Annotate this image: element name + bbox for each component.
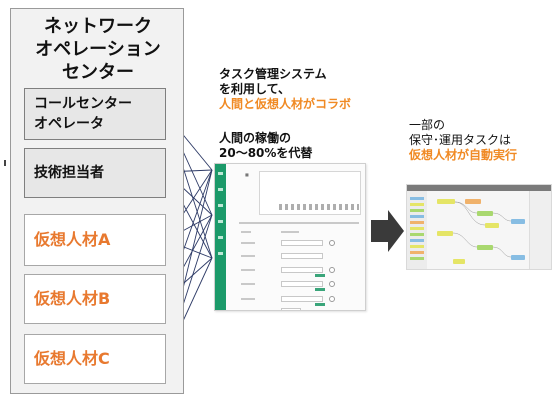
- maintenance-caption: 一部の 保守･運用タスクは 仮想人材が自動実行: [409, 118, 517, 163]
- role-technical-staff: 技術担当者: [24, 148, 166, 198]
- edge-tick: [4, 160, 6, 166]
- role-label: 仮想人材A: [34, 230, 111, 249]
- app-header: [407, 185, 551, 191]
- role-virtual-c: 仮想人材C: [24, 334, 166, 384]
- form-select: [281, 296, 323, 302]
- caption-highlight: 人間と仮想人材がコラボ: [219, 97, 352, 111]
- right-arrow-icon: [371, 210, 404, 252]
- add-icon: [329, 296, 335, 302]
- form-select: [281, 267, 323, 273]
- app-sidebar: [215, 164, 226, 310]
- caption-line: 一部の: [409, 118, 446, 132]
- human-work-caption: 人間の稼働の 20～80%を代替: [219, 131, 312, 161]
- caption-line: 保守･運用タスクは: [409, 133, 512, 147]
- node-palette: [407, 191, 427, 269]
- task-management-screenshot: ■: [214, 163, 366, 311]
- noc-title: ネットワーク オペレーション センター: [35, 16, 161, 83]
- role-label: コールセンター オペレータ: [34, 96, 132, 132]
- role-label: 仮想人材C: [34, 349, 110, 368]
- caption-line: タスク管理システム: [219, 67, 327, 81]
- role-call-center-operator: コールセンター オペレータ: [24, 88, 166, 140]
- role-virtual-a: 仮想人材A: [24, 214, 166, 266]
- form-select: [281, 240, 323, 246]
- role-label: 仮想人材B: [34, 289, 111, 308]
- noc-panel: ネットワーク オペレーション センター: [10, 8, 184, 394]
- caption-highlight: 仮想人材が自動実行: [409, 148, 518, 162]
- form-select: [281, 281, 323, 287]
- date-picker: [281, 308, 301, 310]
- caption-line: 人間の稼働の: [219, 131, 292, 145]
- flow-wires: [452, 201, 512, 258]
- editor-toolbar: [279, 204, 359, 210]
- add-icon: [329, 281, 335, 287]
- form-select: [281, 253, 323, 259]
- automation-flow-screenshot: [406, 184, 552, 270]
- caption-line: 20～80%を代替: [219, 146, 313, 160]
- refresh-icon: [329, 240, 335, 246]
- role-virtual-b: 仮想人材B: [24, 274, 166, 324]
- task-system-caption: タスク管理システム を利用して、 人間と仮想人材がコラボ: [219, 67, 351, 112]
- info-panel: [529, 191, 551, 269]
- role-label: 技術担当者: [34, 165, 104, 181]
- caption-line: を利用して、: [219, 82, 291, 96]
- add-icon: [329, 267, 335, 273]
